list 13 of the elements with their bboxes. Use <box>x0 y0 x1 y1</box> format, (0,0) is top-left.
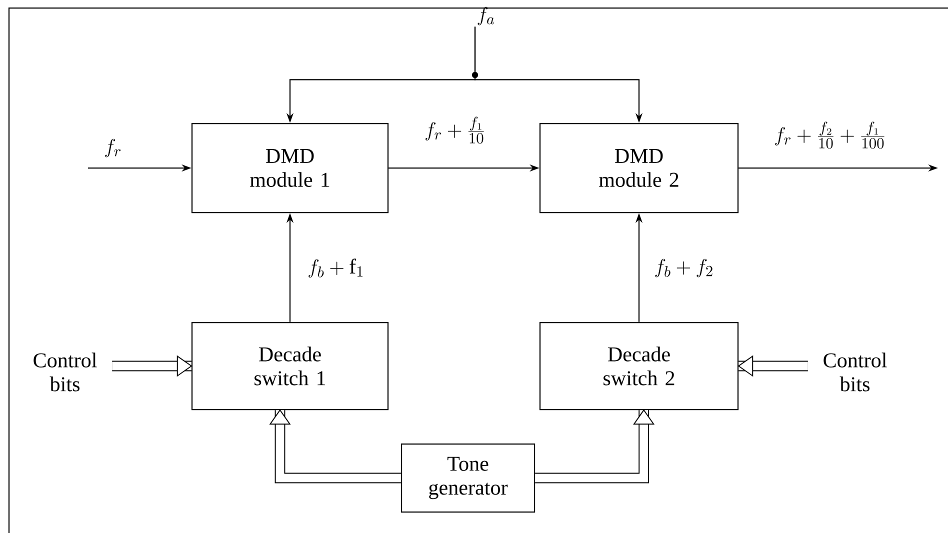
edge-label: $f_b + \mathrm{f}_1$ <box>306 257 366 279</box>
switch-box: Decade switch 1 <box>191 322 389 410</box>
input-label: Control bits <box>34 352 97 392</box>
switch-box: Decade switch 2 <box>539 322 739 410</box>
generator-box: Tone generator <box>400 443 536 513</box>
input-label: $f_a$ <box>478 6 494 26</box>
module-box: DMD module 2 <box>539 122 739 214</box>
input-label: Control bits <box>824 352 887 392</box>
module-box: DMD module 1 <box>191 122 389 214</box>
edge-label: $f_b + f_2$ <box>652 258 716 278</box>
edge-label: $f_r + \frac{f_2}{10} + \frac{f_1}{100}$ <box>772 120 888 150</box>
edge-label: $f_r$ <box>102 138 124 158</box>
edge-label: $f_r + \frac{f_1}{10}$ <box>423 115 487 145</box>
